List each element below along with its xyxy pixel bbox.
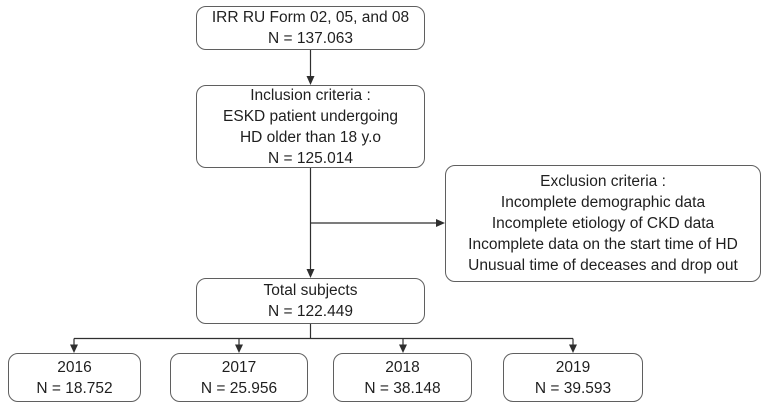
box-total-subjects: Total subjects N = 122.449 — [196, 278, 425, 324]
box-count: N = 39.593 — [534, 379, 612, 397]
box-inclusion-criteria: Inclusion criteria : ESKD patient underg… — [196, 85, 425, 168]
box-line: Incomplete data on the start time of HD — [468, 236, 738, 253]
box-year-2017: 2017 N = 25.956 — [170, 353, 308, 402]
box-line: Total subjects — [263, 282, 358, 299]
box-line: 2016 — [57, 358, 92, 376]
box-exclusion-criteria: Exclusion criteria : Incomplete demograp… — [445, 165, 761, 282]
box-line: 2017 — [221, 358, 257, 376]
box-year-2018: 2018 N = 38.148 — [333, 353, 472, 402]
connector-total-to-rail — [74, 324, 573, 340]
box-count: N = 137.063 — [268, 30, 353, 47]
arrow-source-to-inclusion — [306, 50, 315, 85]
box-count: N = 38.148 — [364, 379, 441, 397]
arrow-rail-to-2016 — [70, 338, 78, 353]
box-count: N = 125.014 — [268, 149, 353, 167]
box-line: Exclusion criteria : — [540, 173, 666, 190]
box-count: N = 122.449 — [268, 303, 353, 320]
arrow-rail-to-2018 — [399, 338, 407, 353]
box-line: 2018 — [385, 358, 420, 376]
box-line: IRR RU Form 02, 05, and 08 — [211, 9, 410, 26]
arrow-inclusion-to-total — [306, 168, 315, 278]
arrow-branch-to-exclusion — [310, 219, 445, 227]
box-year-2016: 2016 N = 18.752 — [8, 353, 141, 402]
box-line: Incomplete etiology of CKD data — [491, 215, 715, 232]
box-line: HD older than 18 y.o — [239, 128, 381, 146]
box-line: Inclusion criteria : — [250, 86, 371, 104]
box-count: N = 18.752 — [36, 379, 113, 397]
box-line: 2019 — [555, 358, 591, 376]
arrow-rail-to-2019 — [569, 338, 577, 353]
arrow-rail-to-2017 — [235, 338, 243, 353]
box-year-2019: 2019 N = 39.593 — [503, 353, 643, 402]
box-line: ESKD patient undergoing — [223, 107, 398, 125]
box-count: N = 25.956 — [200, 379, 278, 397]
box-line: Unusual time of deceases and drop out — [468, 257, 738, 274]
box-line: Incomplete demographic data — [500, 194, 706, 211]
box-source-forms: IRR RU Form 02, 05, and 08 N = 137.063 — [196, 6, 425, 50]
